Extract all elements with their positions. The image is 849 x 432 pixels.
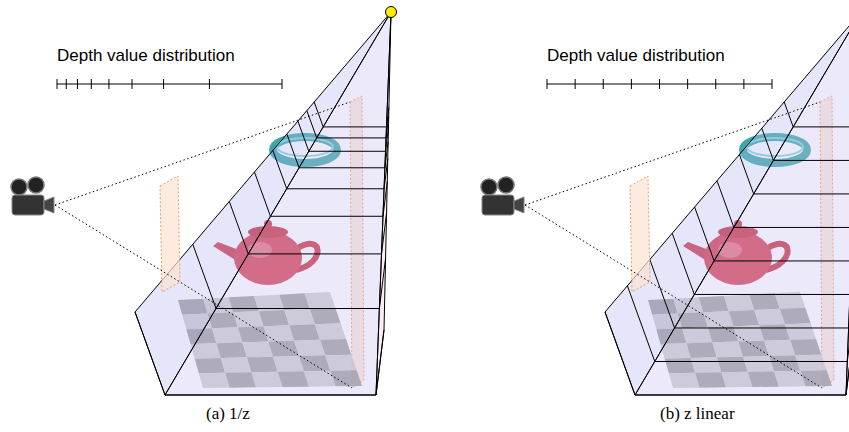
depth-slice bbox=[672, 233, 849, 294]
light-source bbox=[386, 7, 397, 18]
depth-slice bbox=[314, 102, 389, 127]
depth-slice bbox=[650, 260, 849, 328]
near-plane bbox=[630, 176, 650, 292]
depth-slice bbox=[739, 155, 849, 194]
depth-slice bbox=[695, 207, 849, 261]
light-frustum-front bbox=[165, 12, 391, 395]
scale-tick bbox=[209, 79, 210, 89]
scale-tick bbox=[163, 79, 164, 89]
scale-tick bbox=[57, 79, 58, 89]
depth-slice bbox=[254, 172, 387, 216]
camera-body bbox=[482, 195, 514, 215]
light-frustum-side bbox=[605, 12, 849, 395]
depth-slice bbox=[627, 286, 849, 362]
scale-tick bbox=[743, 79, 744, 89]
scale-tick bbox=[631, 79, 632, 89]
camera-lens bbox=[514, 197, 524, 213]
camera-ray bbox=[525, 102, 820, 205]
scale-title: Depth value distribution bbox=[57, 46, 235, 66]
camera-body bbox=[12, 195, 44, 215]
scale-tick bbox=[108, 79, 109, 89]
light-frustum-side bbox=[135, 12, 391, 395]
camera-ray bbox=[525, 205, 822, 388]
light-frustum-front bbox=[635, 12, 849, 395]
depth-slice bbox=[287, 134, 388, 168]
depth-slice bbox=[193, 244, 386, 308]
depth-slice bbox=[135, 312, 384, 395]
scale-tick bbox=[282, 79, 283, 89]
scale-tick bbox=[687, 79, 688, 89]
light-frustum-right bbox=[846, 12, 849, 395]
camera-reel bbox=[11, 179, 27, 195]
camera-lens bbox=[44, 197, 54, 213]
scale-tick bbox=[132, 79, 133, 89]
camera-reel bbox=[481, 179, 497, 195]
depth-slice bbox=[784, 102, 849, 127]
camera-ray bbox=[55, 102, 350, 205]
scale-tick bbox=[603, 79, 604, 89]
scale-axis bbox=[57, 84, 282, 85]
scale-tick bbox=[659, 79, 660, 89]
depth-slice bbox=[298, 121, 389, 151]
depth-slice bbox=[229, 201, 386, 253]
depth-slice bbox=[273, 150, 388, 188]
camera-ray bbox=[55, 205, 352, 388]
scale-tick bbox=[91, 79, 92, 89]
depth-slice bbox=[307, 111, 389, 138]
scale-tick bbox=[547, 79, 548, 89]
scale-title: Depth value distribution bbox=[547, 46, 725, 66]
scale-tick bbox=[77, 79, 78, 89]
scale-tick bbox=[575, 79, 576, 89]
subfigure-caption: (a) 1/z bbox=[206, 404, 250, 424]
camera-reel bbox=[28, 177, 44, 193]
near-plane bbox=[160, 176, 180, 292]
depth-slice bbox=[717, 181, 849, 228]
camera-reel bbox=[498, 177, 514, 193]
subfigure-caption: (b) z linear bbox=[660, 404, 735, 424]
scale-tick bbox=[715, 79, 716, 89]
depth-slice bbox=[762, 128, 849, 160]
scale-tick bbox=[66, 79, 67, 89]
scale-tick bbox=[772, 79, 773, 89]
depth-slice bbox=[605, 312, 849, 395]
